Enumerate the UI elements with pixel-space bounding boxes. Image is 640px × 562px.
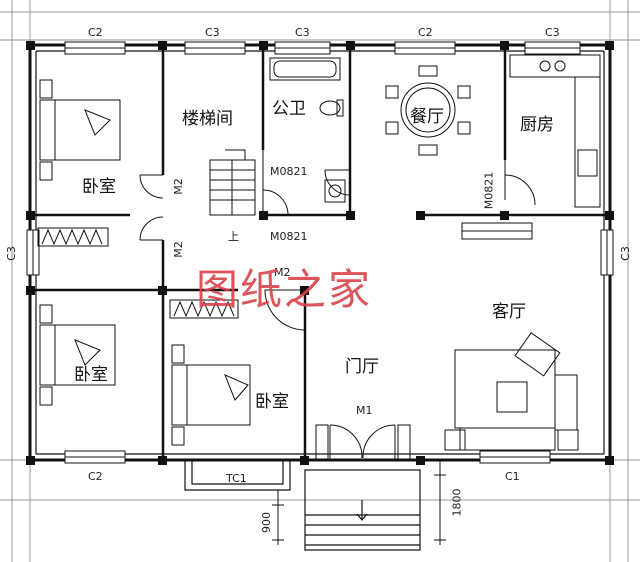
- room-label-foyer: 门厅: [345, 357, 379, 377]
- bathroom-fixtures: [269, 57, 346, 203]
- living-cabinet: [461, 222, 533, 240]
- door-label-m0821-kitchen: M0821: [482, 171, 496, 210]
- door-label-m2-upper: M2: [171, 178, 185, 195]
- window-label-c3-top-3: C3: [545, 26, 560, 39]
- room-label-bedroom-center: 卧室: [255, 392, 289, 412]
- door-label-m0821-bath: M0821: [270, 165, 308, 178]
- room-label-kitchen: 厨房: [520, 115, 554, 135]
- entry-door: [315, 424, 411, 461]
- window-label-c3-top-2: C3: [295, 26, 310, 39]
- room-label-bedroom-top-left: 卧室: [82, 177, 116, 197]
- sofa-set: [444, 332, 579, 451]
- room-label-bedroom-left: 卧室: [74, 365, 108, 385]
- kitchen-counter: [509, 54, 601, 208]
- window-label-c3-left: C3: [4, 246, 18, 261]
- doors: [139, 150, 536, 331]
- window-label-c3-right: C3: [618, 246, 632, 261]
- door-label-m1: M1: [356, 404, 373, 417]
- dimension-1800: 1800: [450, 488, 464, 517]
- door-label-m0821-stair: M0821: [270, 230, 308, 243]
- window-label-tc1: TC1: [226, 472, 247, 485]
- entry-steps: [304, 469, 421, 551]
- door-label-m2-center: M2: [274, 266, 291, 279]
- bay-window: [184, 460, 291, 491]
- room-label-stairwell: 楼梯间: [182, 109, 233, 129]
- room-label-bathroom: 公卫: [272, 99, 306, 119]
- columns: [26, 41, 614, 465]
- room-label-living: 客厅: [492, 302, 526, 322]
- room-label-dining: 餐厅: [410, 107, 444, 127]
- stair-up-mark: 上: [228, 230, 239, 243]
- window-label-c1: C1: [505, 470, 520, 483]
- window-label-c2-top-2: C2: [418, 26, 433, 39]
- stairs: [209, 149, 256, 216]
- interior-walls: [30, 45, 610, 460]
- window-label-c3-top-1: C3: [205, 26, 220, 39]
- windows: [26, 41, 614, 464]
- window-label-c2-top-1: C2: [88, 26, 103, 39]
- dimension-900: 900: [260, 512, 273, 533]
- dining-table: [385, 65, 471, 156]
- dimension-lines: [272, 460, 446, 545]
- beds: [39, 79, 251, 446]
- watermark: 图纸之家: [196, 265, 373, 314]
- window-label-c2-bottom: C2: [88, 470, 103, 483]
- door-label-m2-lower: M2: [171, 241, 185, 258]
- wardrobes: [37, 227, 239, 319]
